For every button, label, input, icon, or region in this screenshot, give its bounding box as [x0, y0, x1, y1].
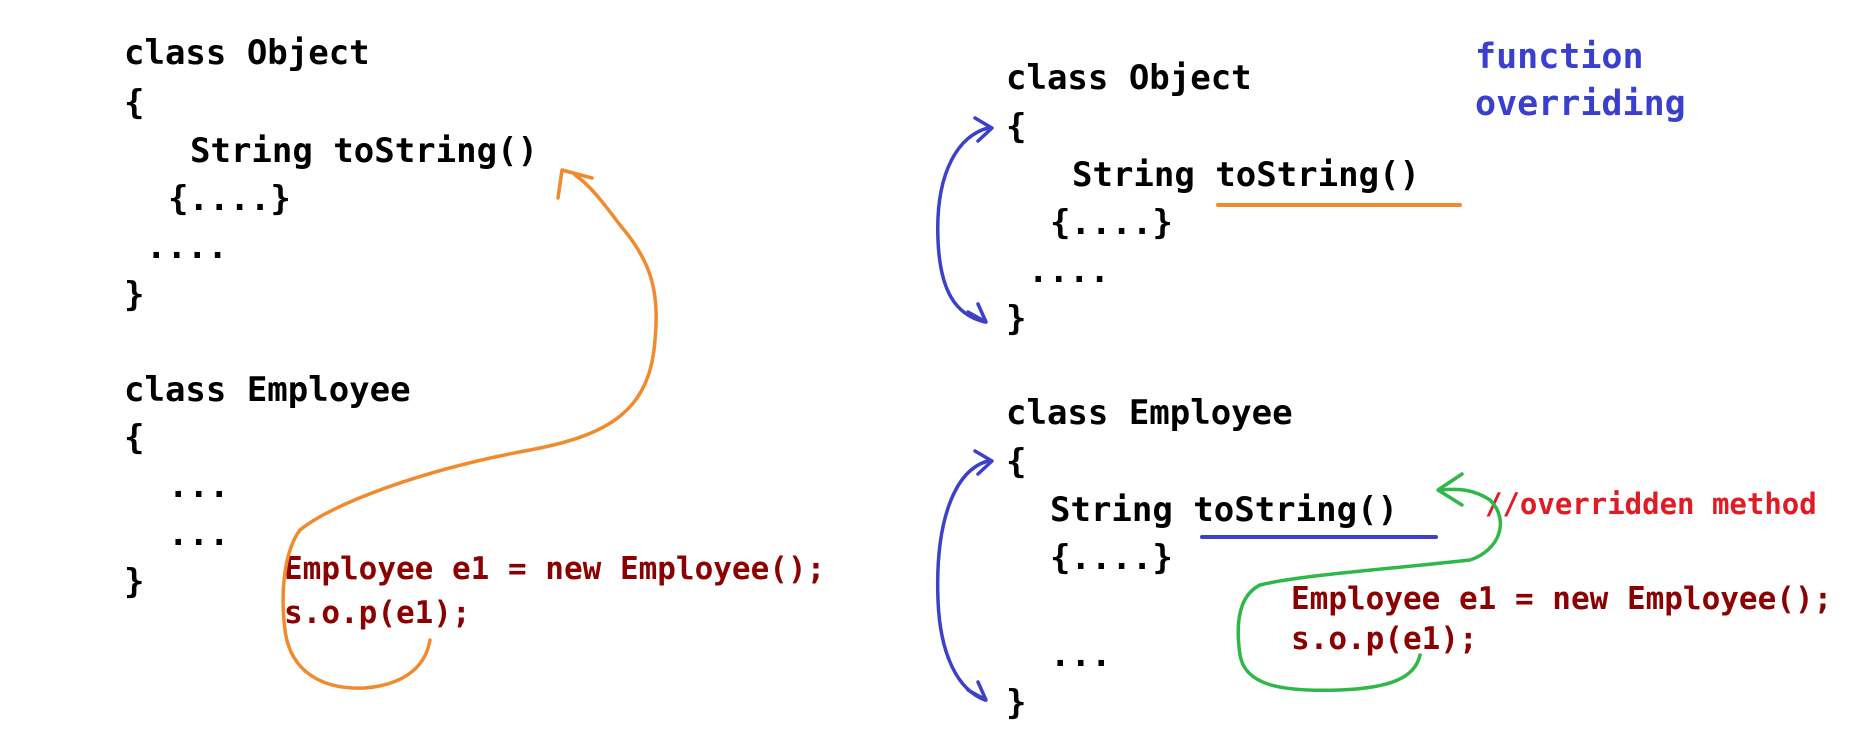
right-object-open-brace: { — [1006, 107, 1027, 147]
green-call-arrow — [1236, 487, 1502, 693]
right-employee-body: {....} — [1050, 538, 1173, 578]
employee-scope-top-arrowhead — [973, 449, 994, 476]
left-object-ellipsis: .... — [146, 227, 228, 267]
object-scope-bottom-arrowhead — [966, 302, 988, 324]
left-caller-sop: s.o.p(e1); — [284, 595, 471, 631]
left-caller-new-employee: Employee e1 = new Employee(); — [284, 551, 826, 587]
right-object-close-brace: } — [1006, 299, 1027, 339]
left-employee-ellipsis-2: ... — [168, 514, 230, 554]
left-object-body: {....} — [168, 179, 291, 219]
left-object-open-brace: { — [124, 83, 145, 123]
object-scope-blue-arrow — [936, 126, 990, 324]
right-object-tostring: String toString() — [1072, 155, 1420, 195]
left-employee-open-brace: { — [124, 418, 145, 458]
function-overriding-title-line-2: overriding — [1475, 84, 1686, 124]
right-employee-close-brace: } — [1006, 683, 1027, 723]
left-employee-class-decl: class Employee — [124, 370, 411, 410]
right-object-body: {....} — [1050, 203, 1173, 243]
right-caller-sop: s.o.p(e1); — [1291, 621, 1478, 657]
employee-scope-blue-arrow — [935, 459, 990, 702]
left-object-close-brace: } — [124, 275, 145, 315]
orange-call-arrow — [281, 173, 658, 690]
left-object-class-decl: class Object — [124, 33, 370, 73]
object-scope-top-arrowhead — [973, 116, 994, 143]
employee-scope-bottom-arrowhead — [966, 680, 988, 702]
right-object-class-decl: class Object — [1006, 58, 1252, 98]
function-overriding-title-line-1: function — [1475, 37, 1644, 77]
left-object-tostring: String toString() — [190, 131, 538, 171]
left-employee-close-brace: } — [124, 562, 145, 602]
overridden-method-comment: //overridden method — [1485, 487, 1817, 521]
right-employee-class-decl: class Employee — [1006, 393, 1293, 433]
right-object-ellipsis: .... — [1028, 251, 1110, 291]
right-employee-tostring: String toString() — [1050, 490, 1398, 530]
left-employee-ellipsis-1: ... — [168, 466, 230, 506]
right-caller-new-employee: Employee e1 = new Employee(); — [1291, 581, 1833, 617]
green-arrowhead — [1436, 472, 1464, 507]
orange-arrowhead — [556, 168, 594, 200]
right-employee-ellipsis: ... — [1050, 635, 1112, 675]
right-employee-open-brace: { — [1006, 442, 1027, 482]
